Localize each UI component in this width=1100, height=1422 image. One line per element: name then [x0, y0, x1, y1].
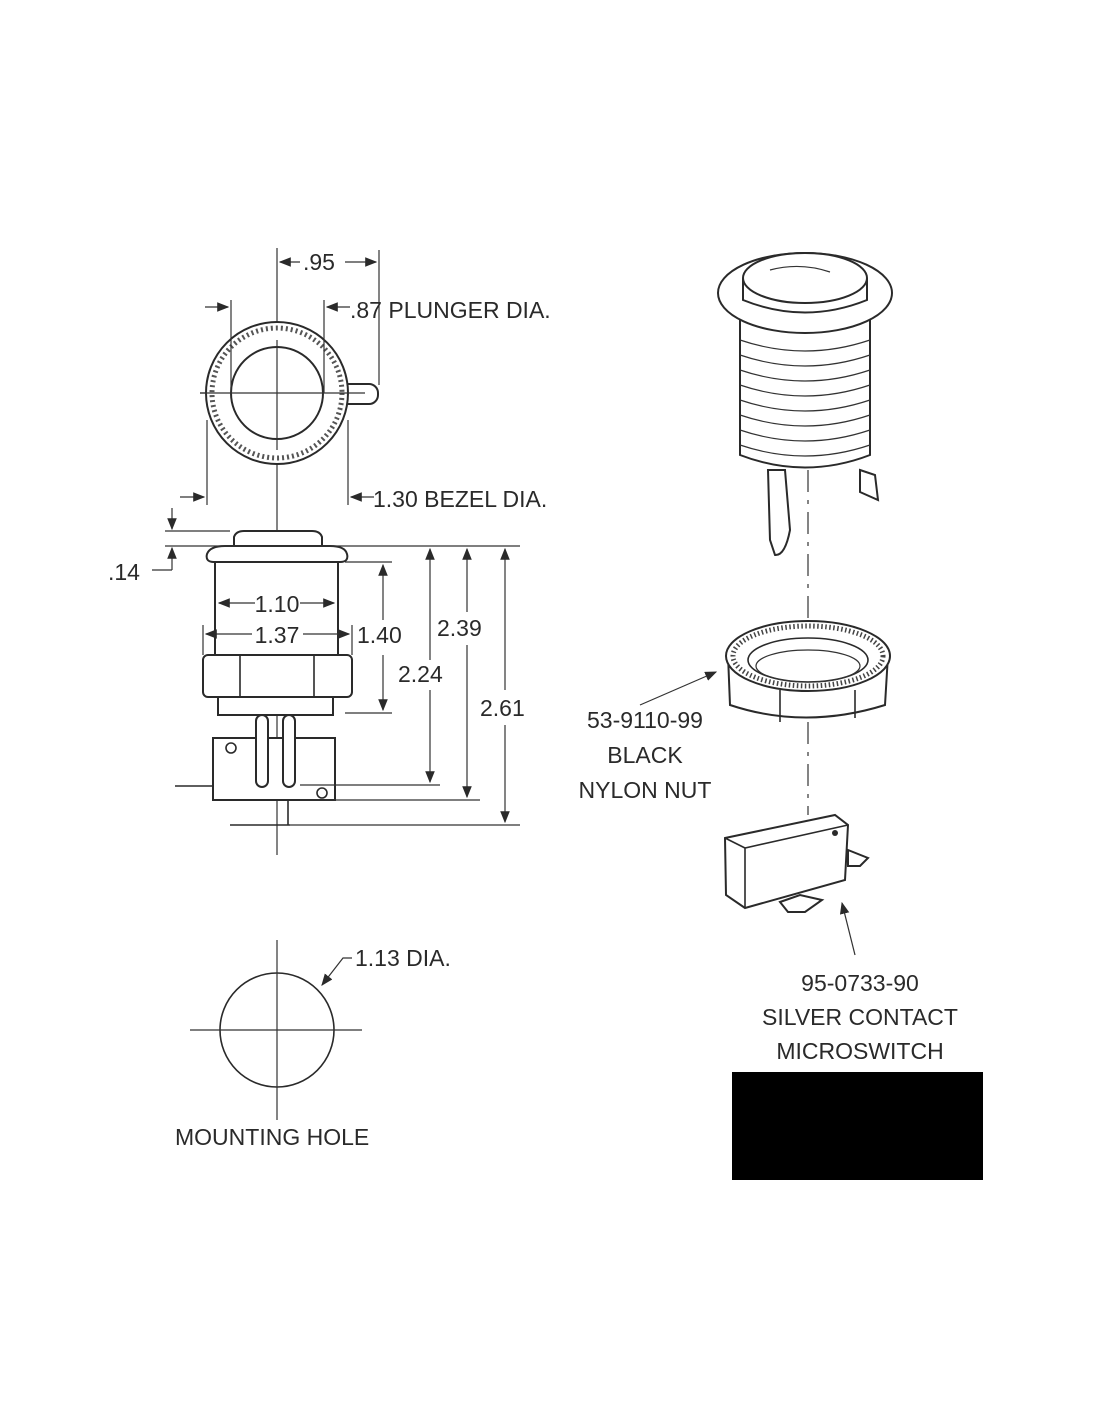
nylon-nut: [725, 620, 891, 722]
plunger-cap: [233, 530, 323, 547]
dim-110: 1.10: [255, 591, 300, 617]
dim-140: 1.40: [357, 622, 402, 648]
exploded-view: 53-9110-99 BLACK NYLON NUT 95-0733-90 SI…: [579, 252, 958, 1064]
dim-239: 2.39: [437, 615, 482, 641]
bezel-flange: [205, 545, 349, 563]
nut-part-number: 53-9110-99: [587, 707, 703, 733]
mounting-hole-caption: MOUNTING HOLE: [175, 1124, 369, 1150]
dim-224: 2.24: [398, 661, 443, 687]
dim-261: 2.61: [480, 695, 525, 721]
nut-desc-line2: NYLON NUT: [579, 777, 712, 803]
side-microswitch: [212, 737, 336, 801]
switch-desc-line1: SILVER CONTACT: [762, 1004, 958, 1030]
mounting-hole: 1.13 DIA. MOUNTING HOLE: [175, 940, 451, 1150]
button-threaded-body: [739, 319, 871, 469]
nut: [202, 654, 353, 698]
dim-137: 1.37: [255, 622, 300, 648]
switch-part-number: 95-0733-90: [801, 970, 919, 996]
top-view: .95 .87 PLUNGER DIA. 1.30 BEZEL DIA.: [180, 248, 551, 855]
dim-095: .95: [303, 249, 335, 275]
side-view: .14 1.10 1.37 1.40 2.24 2.39 2.61: [108, 508, 525, 826]
microswitch: [723, 813, 870, 913]
switch-desc-line2: MICROSWITCH: [776, 1038, 943, 1064]
plunger-dia-label: .87 PLUNGER DIA.: [350, 297, 551, 323]
black-block: [732, 1072, 983, 1180]
button-tab: [766, 469, 792, 556]
mounting-hole-dia: 1.13 DIA.: [355, 945, 451, 971]
lower-body: [217, 696, 334, 716]
bezel-dia-label: 1.30 BEZEL DIA.: [373, 486, 547, 512]
dim-014: .14: [108, 559, 140, 585]
threaded-body: [214, 561, 339, 656]
nut-desc-line1: BLACK: [607, 742, 683, 768]
button-plunger: [742, 252, 868, 304]
